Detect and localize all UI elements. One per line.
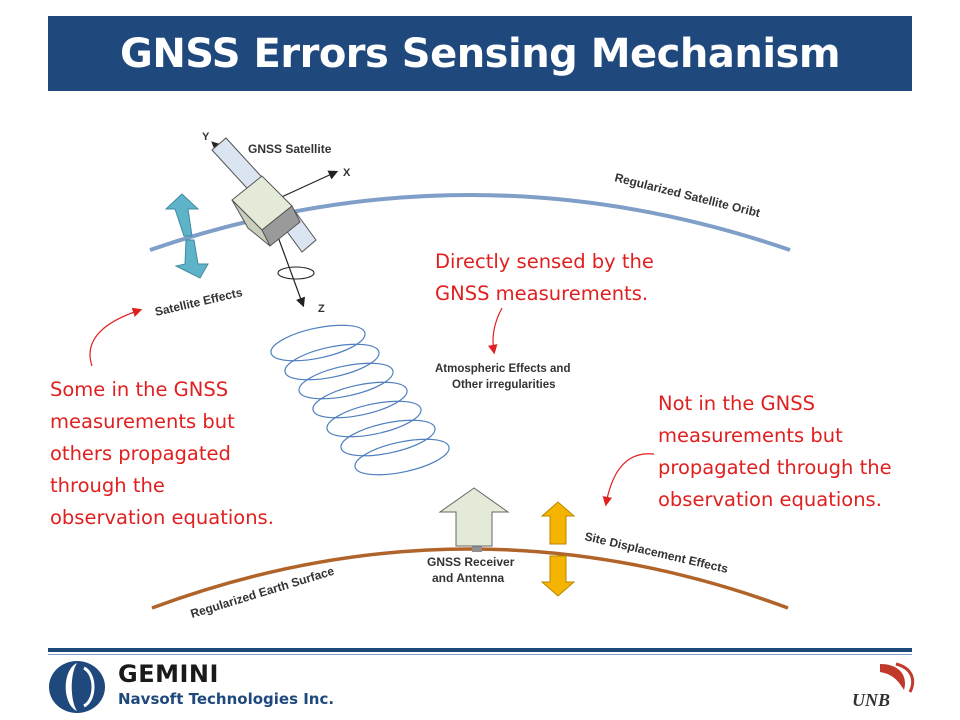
axis-x-line <box>274 170 339 201</box>
satellite-icon <box>211 137 317 253</box>
company-subtitle: Navsoft Technologies Inc. <box>118 690 335 708</box>
unb-logo-icon <box>880 662 915 693</box>
earth-surface-arc <box>151 547 789 610</box>
axis-y-label: Y <box>202 131 210 143</box>
note-direct-line: Directly sensed by the <box>435 250 654 273</box>
title-bar: GNSS Errors Sensing Mechanism <box>48 16 912 91</box>
satellite-effects-arrow-icon <box>164 193 209 279</box>
pointer-not-in <box>602 453 655 507</box>
note-some: Some in the GNSS measurements but others… <box>50 374 274 534</box>
note-some-line: measurements but <box>50 410 235 433</box>
note-not-in: Not in the GNSS measurements but propaga… <box>658 388 892 516</box>
receiver-label-line2: and Antenna <box>432 571 505 585</box>
satellite-label: GNSS Satellite <box>248 142 332 156</box>
note-not-in-line: observation equations. <box>658 488 882 511</box>
gemini-logo-icon <box>49 661 105 713</box>
note-some-line: others propagated <box>50 442 231 465</box>
note-some-line: through the <box>50 474 165 497</box>
atmospheric-helix <box>270 324 450 476</box>
note-direct-line: GNSS measurements. <box>435 282 649 305</box>
atmospheric-label-line2: Other irregularities <box>452 379 556 391</box>
earth-label: Regularized Earth Surface <box>189 564 336 621</box>
atmospheric-label-line1: Atmospheric Effects and <box>435 363 570 375</box>
site-displacement-arrow-icon <box>540 501 576 597</box>
orbit-label: Regularized Satellite Oribt <box>613 170 761 220</box>
axis-x-label: X <box>343 167 351 179</box>
university-name: UNB <box>852 690 891 710</box>
footer-divider <box>48 648 912 652</box>
note-not-in-line: propagated through the <box>658 456 892 479</box>
satellite-orbit-arc <box>149 193 791 252</box>
note-not-in-line: Not in the GNSS <box>658 392 815 415</box>
note-not-in-line: measurements but <box>658 424 843 447</box>
satellite-effects-label: Satellite Effects <box>154 285 245 319</box>
pointer-direct <box>487 307 503 355</box>
pointer-some <box>89 307 143 367</box>
axis-z-label: Z <box>318 303 325 315</box>
receiver-label-line1: GNSS Receiver <box>427 555 515 569</box>
receiver-antenna-icon <box>438 487 510 552</box>
footer-divider-thin <box>48 654 912 655</box>
page-title: GNSS Errors Sensing Mechanism <box>119 30 841 77</box>
note-some-line: observation equations. <box>50 506 274 529</box>
note-direct: Directly sensed by the GNSS measurements… <box>435 246 654 310</box>
note-some-line: Some in the GNSS <box>50 378 229 401</box>
rotation-ellipse-icon <box>277 266 315 280</box>
company-name: GEMINI <box>118 660 219 688</box>
